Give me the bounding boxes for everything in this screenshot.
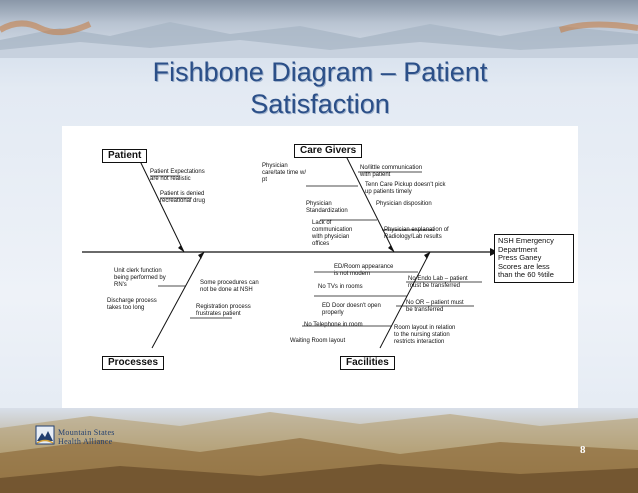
bone-facilities bbox=[379, 251, 431, 349]
cause-label: ED Door doesn't open properly bbox=[322, 303, 381, 316]
logo-text: Mountain States Health Alliance bbox=[58, 428, 115, 446]
cause-label: No OR – patient must be transferred bbox=[406, 300, 464, 313]
effect-box: NSH Emergency Department Press Ganey Sco… bbox=[494, 234, 574, 283]
cause-label: Patient is denied recreational drug bbox=[160, 191, 206, 204]
cause-label: Physician care/tate time w/ pt bbox=[262, 163, 307, 183]
bone-processes bbox=[151, 251, 205, 349]
cause-label: Patient Expectations are not realistic bbox=[150, 169, 205, 182]
category-patient: Patient bbox=[102, 149, 148, 163]
mountain-banner-top bbox=[0, 0, 638, 58]
cause-label: Tenn Care Pickup doesn't pick up patient… bbox=[365, 182, 446, 195]
fishbone-diagram: Patient Care Givers Processes Facilities… bbox=[62, 126, 578, 410]
mountain-logo-icon bbox=[35, 425, 55, 450]
cause-label: Unit clerk function being performed by R… bbox=[114, 268, 166, 288]
cause-label: Waiting Room layout bbox=[290, 338, 346, 344]
category-care-givers: Care Givers bbox=[294, 144, 363, 158]
cause-label: No/little communication with patient bbox=[360, 165, 423, 178]
cause-label: Physician disposition bbox=[376, 201, 432, 207]
slide-title-line2: Satisfaction bbox=[250, 89, 390, 119]
logo-line2: Health Alliance bbox=[58, 437, 113, 446]
category-facilities: Facilities bbox=[340, 356, 395, 370]
mountain-banner-bottom bbox=[0, 408, 638, 493]
cause-label: Some procedures can not be done at NSH bbox=[200, 280, 259, 293]
cause-label: No Telephone in room bbox=[304, 322, 363, 328]
cause-label: Lack of communication with physician off… bbox=[312, 220, 353, 247]
cause-label: Room layout in relation to the nursing s… bbox=[394, 325, 456, 345]
cause-label: Registration process frustrates patient bbox=[196, 304, 251, 317]
bone-patient bbox=[139, 160, 185, 253]
cause-label: Physician Standardization bbox=[306, 201, 348, 214]
fishbone-lines bbox=[82, 155, 498, 349]
page-number: 8 bbox=[580, 444, 586, 456]
bone-care-givers bbox=[345, 155, 395, 253]
cause-label: Discharge process takes too long bbox=[107, 298, 157, 311]
logo-line1: Mountain States bbox=[58, 428, 115, 437]
cause-label: No Endo Lab – patient must be transferre… bbox=[408, 276, 468, 289]
category-processes: Processes bbox=[102, 356, 165, 370]
slide-title: Fishbone Diagram – Patient Satisfaction bbox=[60, 56, 580, 120]
cause-label: ED/Room appearance is not modern bbox=[334, 264, 394, 277]
cause-label: Physician explanation of Radiology/Lab r… bbox=[384, 227, 449, 240]
slide-title-line1: Fishbone Diagram – Patient bbox=[152, 57, 488, 87]
cause-label: No TVs in rooms bbox=[318, 284, 363, 290]
